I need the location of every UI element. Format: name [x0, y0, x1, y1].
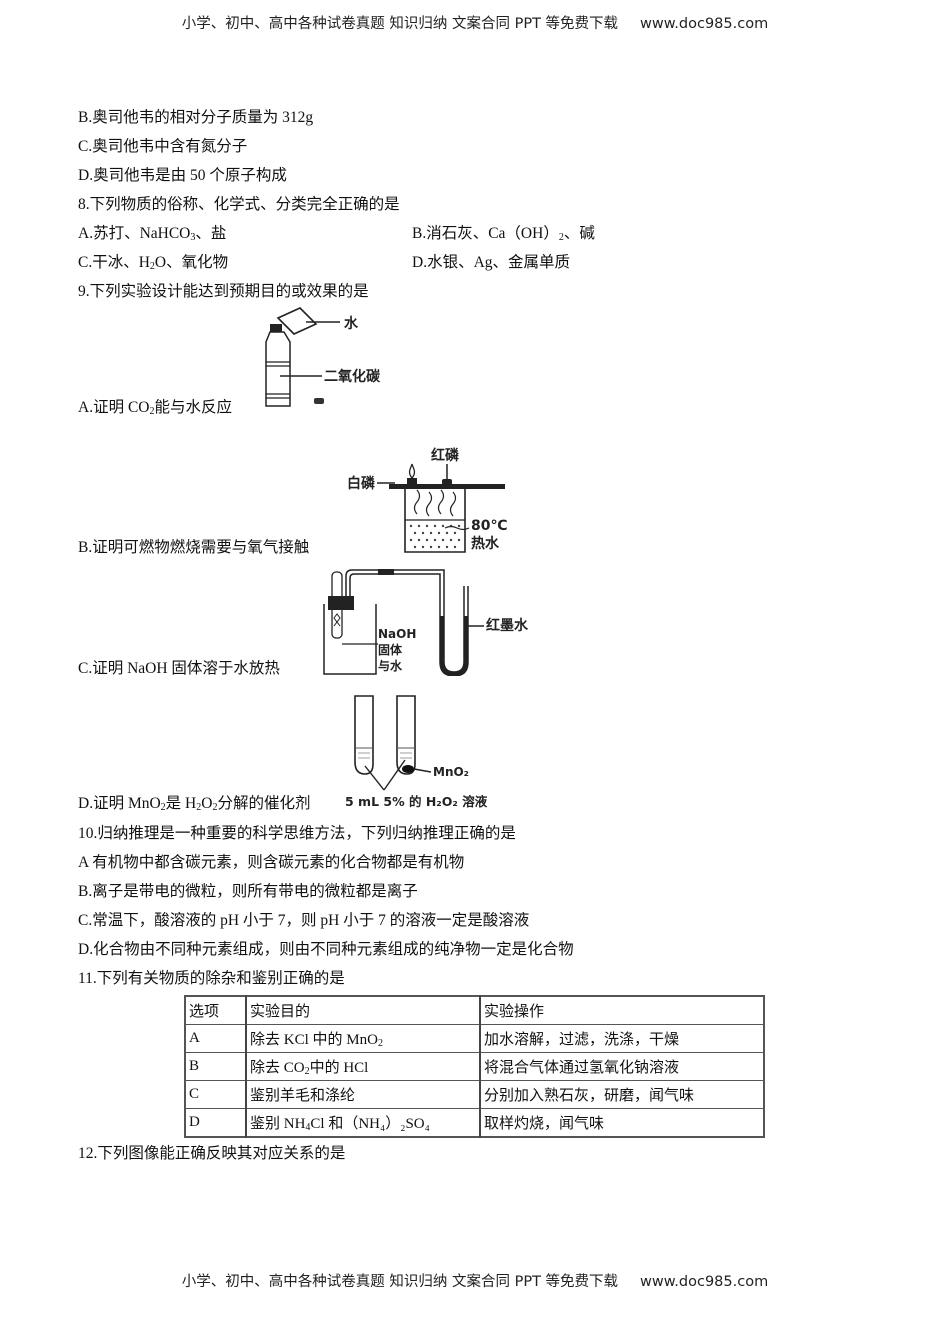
q9-d-mid2: O: [201, 795, 213, 812]
q8-b-text: B.消石灰、Ca（OH）: [412, 225, 559, 242]
svg-text:固体: 固体: [378, 642, 403, 657]
header-text: 小学、初中、高中各种试卷真题 知识归纳 文案合同 PPT 等免费下载: [181, 16, 619, 32]
q8-a-sub: 3: [190, 232, 196, 243]
row-operation: 取样灼烧，闻气味: [479, 1108, 765, 1138]
q8-option-c: C.干冰、H2O、氧化物: [78, 253, 228, 273]
q8-option-a: A.苏打、NaHCO3、盐: [78, 224, 226, 244]
q8-c-text: C.干冰、H: [78, 254, 150, 271]
table-row: C 鉴别羊毛和涤纶 分别加入熟石灰，研磨，闻气味: [184, 1080, 765, 1109]
svg-text:5 mL 5% 的 H₂O₂ 溶液: 5 mL 5% 的 H₂O₂ 溶液: [345, 794, 488, 809]
figure-h2o2-test-tubes: MnO₂ 5 mL 5% 的 H₂O₂ 溶液: [345, 692, 515, 812]
svg-text:80℃: 80℃: [471, 518, 507, 534]
table-row: A 除去 KCl 中的 MnO2 加水溶解，过滤，洗涤，干燥: [184, 1024, 765, 1053]
figure-co2-bottle: 水 二氧化碳: [260, 302, 400, 412]
row-operation: 将混合气体通过氢氧化钠溶液: [479, 1052, 765, 1081]
row-option: A: [184, 1024, 247, 1053]
svg-text:白磷: 白磷: [347, 475, 376, 492]
q10-stem: 10.归纳推理是一种重要的科学思维方法，下列归纳推理正确的是: [78, 825, 516, 842]
svg-text:NaOH: NaOH: [378, 627, 416, 641]
q7-option-c: C.奥司他韦中含有氮分子: [78, 138, 248, 155]
q9-stem: 9.下列实验设计能达到预期目的或效果的是: [78, 283, 369, 300]
q8-option-d: D.水银、Ag、金属单质: [412, 254, 571, 271]
q9-option-d: D.证明 MnO2是 H2O2分解的催化剂: [78, 794, 310, 814]
q9-option-a: A.证明 CO2能与水反应: [78, 398, 232, 418]
svg-text:红墨水: 红墨水: [486, 617, 528, 634]
q9-option-c: C.证明 NaOH 固体溶于水放热: [78, 660, 280, 677]
q9-a-sub: 2: [149, 406, 155, 417]
q8-c-post: O、氧化物: [154, 254, 229, 271]
header-purpose: 实验目的: [245, 995, 481, 1025]
q10-option-a: A 有机物中都含碳元素，则含碳元素的化合物都是有机物: [78, 854, 465, 871]
row-option: B: [184, 1052, 247, 1081]
table-row: D 鉴别 NH4Cl 和（NH₄）₂SO₄ 取样灼烧，闻气味: [184, 1108, 765, 1138]
q10-option-d: D.化合物由不同种元素组成，则由不同种元素组成的纯净物一定是化合物: [78, 941, 574, 958]
footer-text: 小学、初中、高中各种试卷真题 知识归纳 文案合同 PPT 等免费下载: [181, 1274, 619, 1290]
q9-d-text: D.证明 MnO: [78, 795, 161, 812]
svg-text:热水: 热水: [471, 535, 500, 552]
header-operation: 实验操作: [479, 995, 765, 1025]
row-operation: 分别加入熟石灰，研磨，闻气味: [479, 1080, 765, 1109]
q10-option-c: C.常温下，酸溶液的 pH 小于 7，则 pH 小于 7 的溶液一定是酸溶液: [78, 912, 530, 929]
svg-text:与水: 与水: [378, 658, 403, 673]
q7-option-d: D.奥司他韦是由 50 个原子构成: [78, 167, 287, 184]
q9-a-post: 能与水反应: [154, 399, 232, 416]
row-purpose: 鉴别羊毛和涤纶: [245, 1080, 481, 1109]
q9-d-sub1: 2: [160, 802, 166, 813]
figure-combustion-beaker: 红磷 白磷 80℃ 热水: [345, 442, 515, 557]
q8-option-b: B.消石灰、Ca（OH）2、碱: [412, 224, 595, 244]
q11-stem: 11.下列有关物质的除杂和鉴别正确的是: [78, 970, 345, 987]
fig-a-label-co2: 二氧化碳: [324, 368, 381, 385]
q8-stem: 8.下列物质的俗称、化学式、分类完全正确的是: [78, 196, 400, 213]
q8-b-sub: 2: [558, 232, 564, 243]
page-footer: 小学、初中、高中各种试卷真题 知识归纳 文案合同 PPT 等免费下载 www.do…: [0, 1270, 950, 1291]
footer-site-link[interactable]: www.doc985.com: [640, 1274, 769, 1290]
q9-option-b: B.证明可燃物燃烧需要与氧气接触: [78, 539, 310, 556]
q11-table: 选项 实验目的 实验操作 A 除去 KCl 中的 MnO2 加水溶解，过滤，洗涤…: [184, 995, 765, 1138]
q9-d-sub3: 2: [212, 802, 218, 813]
row-purpose: 除去 CO2中的 HCl: [245, 1052, 481, 1081]
row-option: D: [184, 1108, 247, 1138]
q7-option-b: B.奥司他韦的相对分子质量为 312g: [78, 109, 314, 126]
table-header-row: 选项 实验目的 实验操作: [184, 995, 765, 1025]
row-purpose: 除去 KCl 中的 MnO2: [245, 1024, 481, 1053]
table-row: B 除去 CO2中的 HCl 将混合气体通过氢氧化钠溶液: [184, 1052, 765, 1081]
header-site-link[interactable]: www.doc985.com: [640, 16, 769, 32]
svg-text:红磷: 红磷: [431, 447, 460, 464]
q9-a-text: A.证明 CO: [78, 399, 150, 416]
q9-d-post: 分解的催化剂: [217, 795, 311, 812]
page-header: 小学、初中、高中各种试卷真题 知识归纳 文案合同 PPT 等免费下载 www.do…: [0, 12, 950, 33]
q8-a-post: 、盐: [195, 225, 227, 242]
row-option: C: [184, 1080, 247, 1109]
q9-d-mid: 是 H: [165, 795, 197, 812]
row-operation: 加水溶解，过滤，洗涤，干燥: [479, 1024, 765, 1053]
header-option: 选项: [184, 995, 247, 1025]
q8-a-text: A.苏打、NaHCO: [78, 225, 191, 242]
q9-d-sub2: 2: [196, 802, 202, 813]
q12-stem: 12.下列图像能正确反映其对应关系的是: [78, 1145, 346, 1162]
q10-option-b: B.离子是带电的微粒，则所有带电的微粒都是离子: [78, 883, 418, 900]
svg-text:MnO₂: MnO₂: [433, 765, 469, 779]
q8-c-sub: 2: [149, 261, 155, 272]
figure-naoh-u-tube: 红墨水 NaOH 固体 与水: [318, 566, 529, 677]
q8-b-post: 、碱: [563, 225, 595, 242]
row-purpose: 鉴别 NH4Cl 和（NH₄）₂SO₄: [245, 1108, 481, 1138]
fig-a-label-water: 水: [344, 315, 359, 332]
